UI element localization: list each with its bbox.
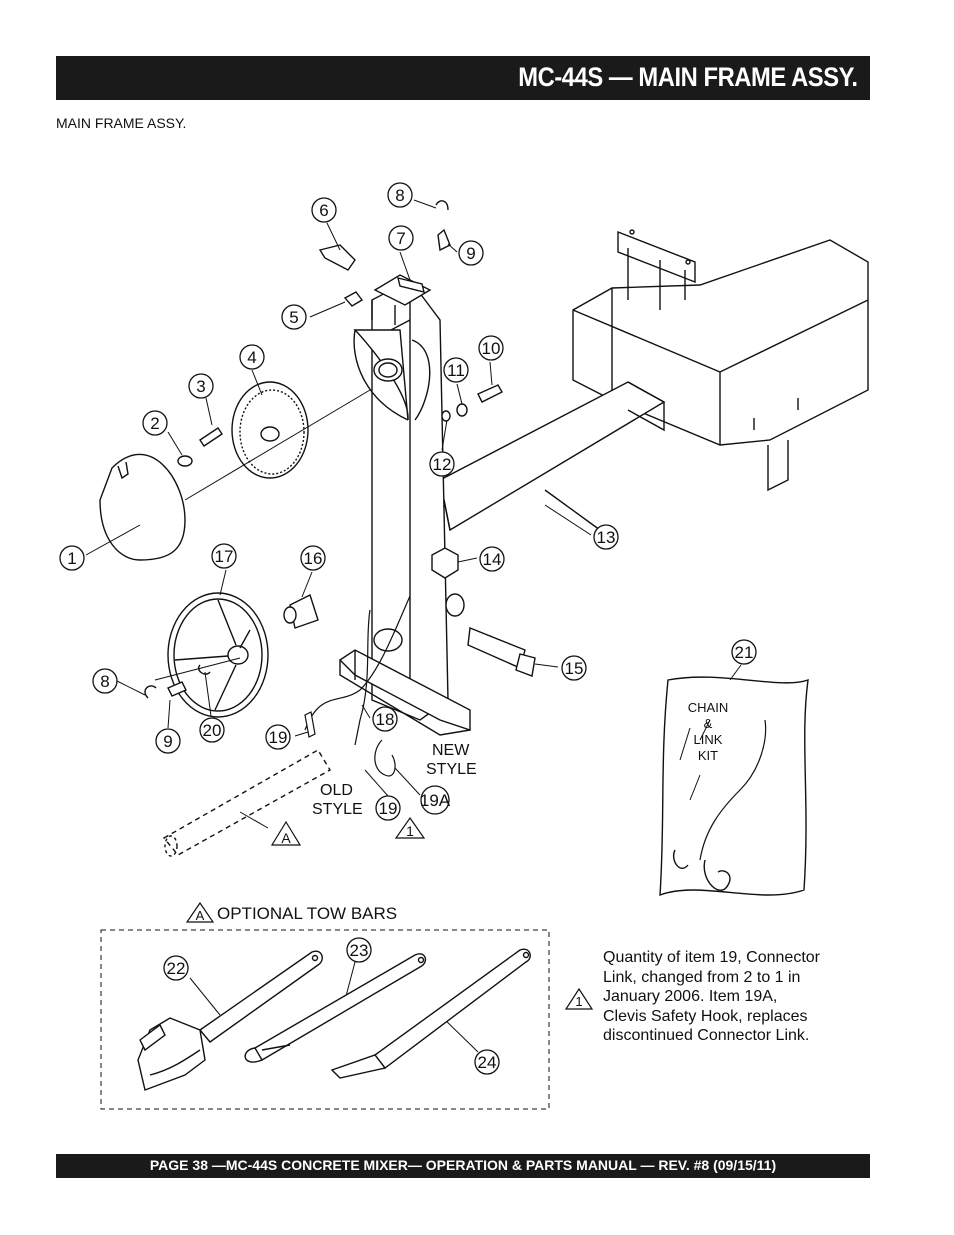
callout-18: 18 (376, 710, 395, 729)
callout-8-top: 8 (395, 186, 404, 205)
callout-16: 16 (304, 549, 323, 568)
callout-19-old-style: 19 (379, 799, 398, 818)
frame-box-drawing (572, 229, 869, 492)
chain-kit-label-2: & (704, 716, 713, 731)
callout-13: 13 (597, 528, 616, 547)
footer-text: PAGE 38 —MC-44S CONCRETE MIXER— OPERATIO… (149, 1157, 777, 1173)
callout-6: 6 (319, 201, 328, 220)
chain-drawing (304, 595, 411, 777)
callout-4: 4 (247, 348, 256, 367)
callout-14: 14 (483, 550, 502, 569)
page-title: MC-44S — MAIN FRAME ASSY. (518, 62, 859, 92)
optional-tow-bars-box (100, 929, 550, 1110)
callout-9-top: 9 (466, 244, 475, 263)
note-line: Link, changed from 2 to 1 in (603, 968, 801, 986)
footer-bar: PAGE 38 —MC-44S CONCRETE MIXER— OPERATIO… (56, 1154, 870, 1178)
note-line: discontinued Connector Link. (603, 1027, 810, 1044)
callout-20: 20 (203, 721, 222, 740)
note-line: January 2006. Item 19A, (603, 988, 778, 1005)
triangle-a-main: A (281, 830, 291, 846)
callout-21: 21 (735, 643, 754, 662)
callout-12: 12 (433, 455, 452, 474)
note-line: Clevis Safety Hook, replaces (603, 1007, 808, 1025)
leader-lines (85, 199, 742, 1053)
callout-circles (59, 182, 757, 1075)
callout-24: 24 (478, 1053, 497, 1072)
chain-kit-label-1: CHAIN (688, 700, 728, 715)
callout-1: 1 (67, 549, 76, 568)
callout-2: 2 (150, 414, 159, 433)
chain-kit-label-4: KIT (698, 748, 718, 763)
callout-15: 15 (565, 659, 584, 678)
tow-bars-drawing (137, 948, 531, 1091)
new-style-label-1: NEW (432, 742, 470, 759)
triangle-a-tow: A (196, 908, 205, 923)
old-style-label-2: STYLE (312, 801, 363, 818)
callout-9-bottom: 9 (163, 732, 172, 751)
optional-tow-bars-heading: OPTIONAL TOW BARS (217, 904, 397, 923)
style-labels: NEW STYLE OLD STYLE CHAIN & LINK KIT (312, 700, 728, 818)
tow-tongue-drawing (439, 381, 666, 532)
callout-numbers: 1 2 3 4 5 6 7 8 9 10 11 12 13 14 15 16 1… (67, 186, 753, 1072)
revision-note: Quantity of item 19, Connector Link, cha… (603, 948, 863, 1046)
callout-3: 3 (196, 377, 205, 396)
callout-7: 7 (396, 229, 405, 248)
section-subtitle: MAIN FRAME ASSY. (56, 115, 187, 131)
callout-22: 22 (167, 959, 186, 978)
callout-19-left: 19 (269, 728, 288, 747)
header-bar: MC-44S — MAIN FRAME ASSY. (56, 56, 870, 100)
callout-23: 23 (350, 941, 369, 960)
note-line: Quantity of item 19, Connector (603, 949, 820, 966)
callout-10: 10 (482, 339, 501, 358)
callout-17: 17 (215, 547, 234, 566)
triangle-1-main: 1 (406, 823, 414, 839)
chain-kit-label-3: LINK (694, 732, 723, 747)
old-style-label-1: OLD (320, 782, 353, 799)
triangle-symbols: A 1 A 1 (185, 816, 594, 1010)
callout-8-bottom: 8 (100, 672, 109, 691)
triangle-1-note: 1 (575, 994, 582, 1009)
callout-5: 5 (289, 308, 298, 327)
chain-kit-bag-drawing (659, 676, 809, 897)
gear-and-cover-drawing (99, 381, 371, 718)
callout-19A: 19A (420, 791, 451, 810)
callout-11: 11 (447, 361, 465, 380)
upright-post-drawing (162, 274, 471, 857)
new-style-label-2: STYLE (426, 761, 477, 778)
